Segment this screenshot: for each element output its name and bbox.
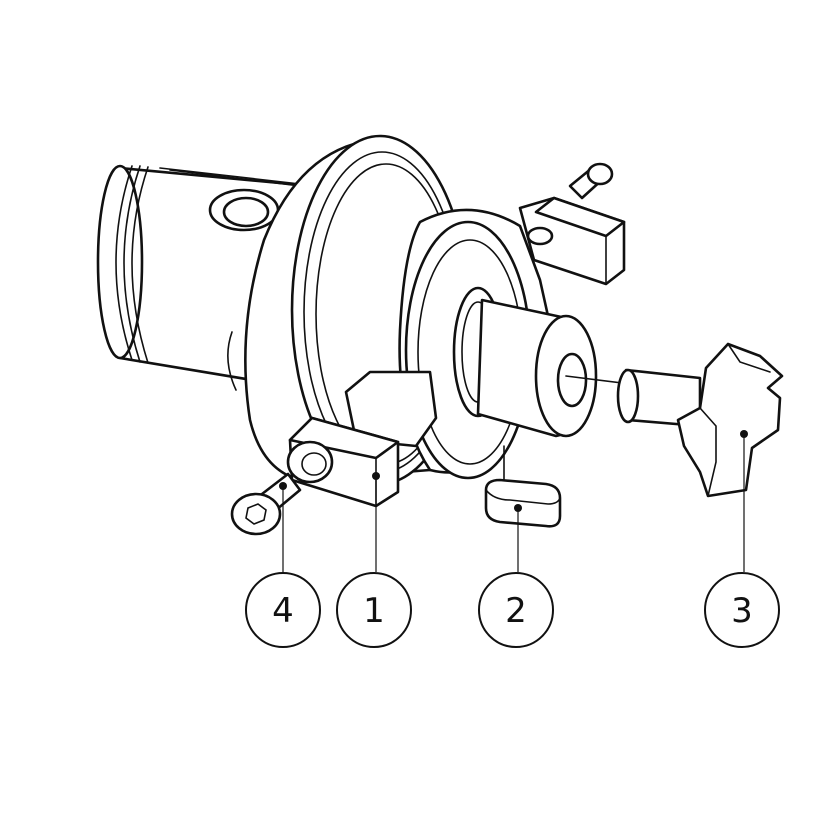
callout-1-label: 1 — [363, 591, 385, 631]
threaded-shank — [96, 164, 314, 392]
spindle-nose — [452, 286, 598, 438]
callout-3-label: 3 — [731, 591, 753, 631]
part-2-key — [484, 445, 562, 528]
callout-4: 4 — [245, 572, 321, 648]
callout-2: 2 — [478, 572, 554, 648]
leader-lines — [282, 434, 745, 572]
callout-3: 3 — [704, 572, 780, 648]
part-3-star-knob — [565, 342, 784, 498]
callout-4-label: 4 — [272, 591, 294, 631]
callout-1: 1 — [336, 572, 412, 648]
top-clamp-block — [518, 162, 626, 286]
part-4-socket-screw — [230, 472, 302, 536]
callout-2-label: 2 — [505, 591, 527, 631]
part-1-clamp-block — [286, 370, 438, 508]
